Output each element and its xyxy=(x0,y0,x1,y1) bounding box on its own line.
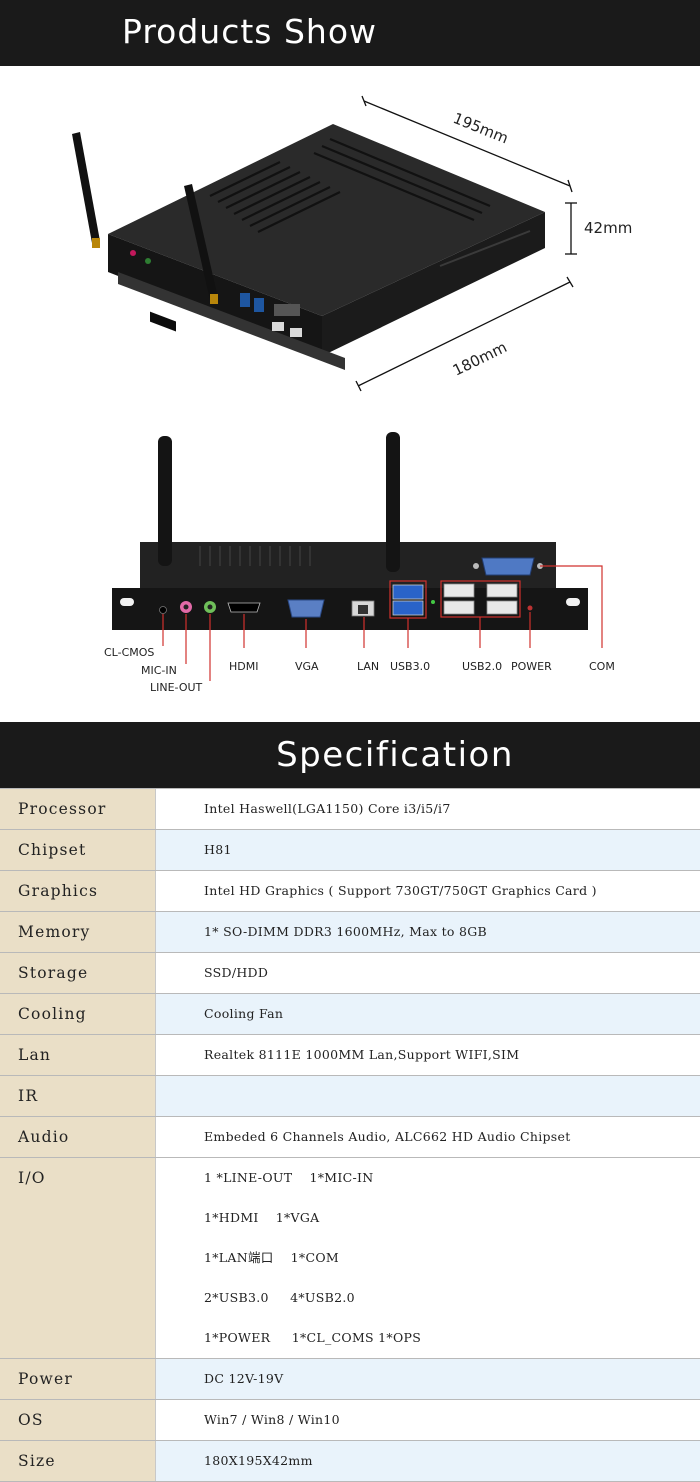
dim-length-label: 195mm xyxy=(451,109,511,147)
spec-value: DC 12V-19V xyxy=(156,1359,700,1399)
label-hdmi: HDMI xyxy=(229,660,258,673)
spec-key: I/O xyxy=(0,1158,156,1358)
spec-row-lan: Lan Realtek 8111E 1000MM Lan,Support WIF… xyxy=(0,1035,700,1076)
spec-key: Size xyxy=(0,1441,156,1481)
io-line: 1 *LINE-OUT 1*MIC-IN xyxy=(204,1170,374,1185)
spec-value: Win7 / Win8 / Win10 xyxy=(204,1412,340,1427)
io-line: 2*USB3.0 4*USB2.0 xyxy=(204,1290,355,1305)
label-vga: VGA xyxy=(295,660,319,673)
spec-row-io: I/O 1 *LINE-OUT 1*MIC-IN 1*HDMI 1*VGA 1*… xyxy=(0,1158,700,1359)
spec-value: H81 xyxy=(156,830,700,870)
product-iso-view xyxy=(72,124,545,370)
spec-value: 1* SO-DIMM DDR3 1600MHz, Max to 8GB xyxy=(156,912,700,952)
spec-row-power: Power DC 12V-19V xyxy=(0,1359,700,1400)
spec-value: Intel HD Graphics ( Support 730GT/750GT … xyxy=(204,883,597,898)
spec-row-chipset: Chipset H81 xyxy=(0,830,700,871)
product-photo-area: 195mm 42mm 180mm xyxy=(0,66,700,722)
spec-row-audio: Audio Embeded 6 Channels Audio, ALC662 H… xyxy=(0,1117,700,1158)
spec-key: Audio xyxy=(0,1117,156,1157)
spec-key: Storage xyxy=(0,953,156,993)
label-com: COM xyxy=(589,660,615,673)
spec-row-size: Size 180X195X42mm xyxy=(0,1441,700,1482)
spec-key: Processor xyxy=(0,789,156,829)
dim-width-label: 180mm xyxy=(450,338,510,380)
spec-row-graphics: Graphics Intel HD Graphics ( Support 730… xyxy=(0,871,700,912)
spec-value: Cooling Fan xyxy=(156,994,700,1034)
spec-row-os: OS Win7 / Win8 / Win10 xyxy=(0,1400,700,1441)
specification-title: Specification xyxy=(276,735,514,775)
spec-row-processor: Processor Intel Haswell(LGA1150) Core i3… xyxy=(0,789,700,830)
spec-key: Cooling xyxy=(0,994,156,1034)
label-cl-cmos: CL-CMOS xyxy=(104,646,154,659)
spec-key: OS xyxy=(0,1400,156,1440)
label-mic-in: MIC-IN xyxy=(141,664,177,677)
port-callout-lines xyxy=(162,565,603,681)
spec-key: Lan xyxy=(0,1035,156,1075)
label-usb30: USB3.0 xyxy=(390,660,430,673)
spec-key: Chipset xyxy=(0,830,156,870)
spec-value: SSD/HDD xyxy=(204,965,269,980)
spec-value: Embeded 6 Channels Audio, ALC662 HD Audi… xyxy=(204,1129,571,1144)
label-line-out: LINE-OUT xyxy=(150,681,203,694)
label-usb20: USB2.0 xyxy=(462,660,502,673)
products-show-title: Products Show xyxy=(122,12,378,51)
spec-row-cooling: Cooling Cooling Fan xyxy=(0,994,700,1035)
spec-key: IR xyxy=(0,1076,156,1116)
label-lan: LAN xyxy=(357,660,379,673)
spec-row-storage: Storage SSD/HDD xyxy=(0,953,700,994)
spec-value: Intel Haswell(LGA1150) Core i3/i5/i7 xyxy=(204,801,451,816)
spec-value xyxy=(156,1076,700,1116)
spec-key: Graphics xyxy=(0,871,156,911)
io-line: 1*HDMI 1*VGA xyxy=(204,1210,320,1225)
io-line: 1*LAN端口 1*COM xyxy=(204,1250,339,1265)
spec-value-io: 1 *LINE-OUT 1*MIC-IN 1*HDMI 1*VGA 1*LAN端… xyxy=(156,1158,700,1358)
label-power: POWER xyxy=(511,660,552,673)
spec-row-memory: Memory 1* SO-DIMM DDR3 1600MHz, Max to 8… xyxy=(0,912,700,953)
spec-key: Power xyxy=(0,1359,156,1399)
specification-table: Processor Intel Haswell(LGA1150) Core i3… xyxy=(0,788,700,1482)
dim-height-label: 42mm xyxy=(584,219,632,237)
spec-row-ir: IR xyxy=(0,1076,700,1117)
spec-key: Memory xyxy=(0,912,156,952)
products-show-banner: Products Show xyxy=(0,0,700,66)
product-rear-view xyxy=(112,432,588,630)
spec-value: 180X195X42mm xyxy=(156,1441,700,1481)
spec-value: Realtek 8111E 1000MM Lan,Support WIFI,SI… xyxy=(204,1047,520,1062)
specification-banner: Specification xyxy=(0,722,700,788)
dimension-lines xyxy=(355,95,577,392)
io-line: 1*POWER 1*CL_COMS 1*OPS xyxy=(204,1330,422,1345)
product-illustration: 195mm 42mm 180mm xyxy=(72,95,632,694)
